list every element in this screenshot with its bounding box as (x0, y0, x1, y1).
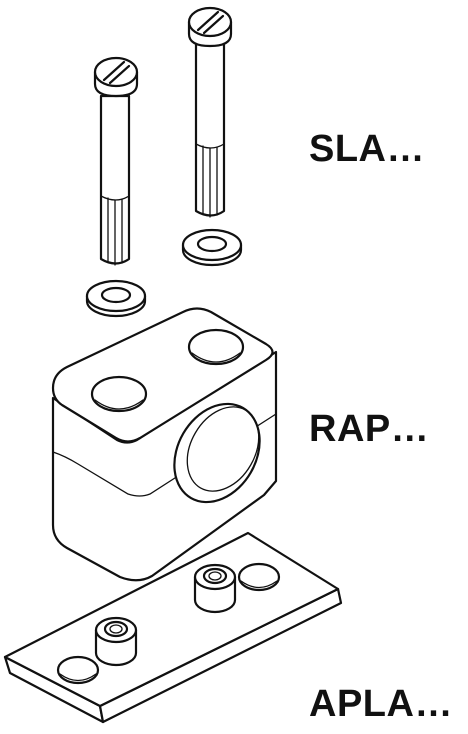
plate-hole-front (56, 655, 100, 685)
screw-back (187, 6, 233, 218)
weld-plate (3, 531, 343, 724)
clamp-body (51, 307, 278, 582)
clamp-part-label: RAP… (309, 408, 430, 450)
screw-part-label: SLA… (309, 128, 425, 170)
plate-boss-front (94, 616, 138, 667)
clamp-top-hole-back (187, 328, 245, 366)
clamp-top-hole-front (90, 375, 148, 413)
washer-back (181, 228, 243, 267)
screw-front (93, 56, 139, 266)
plate-boss-back (193, 563, 237, 614)
washer-front (85, 279, 147, 318)
plate-part-label: APLA… (309, 683, 453, 725)
plate-hole-back (237, 562, 281, 592)
clamp-bore (173, 402, 261, 504)
